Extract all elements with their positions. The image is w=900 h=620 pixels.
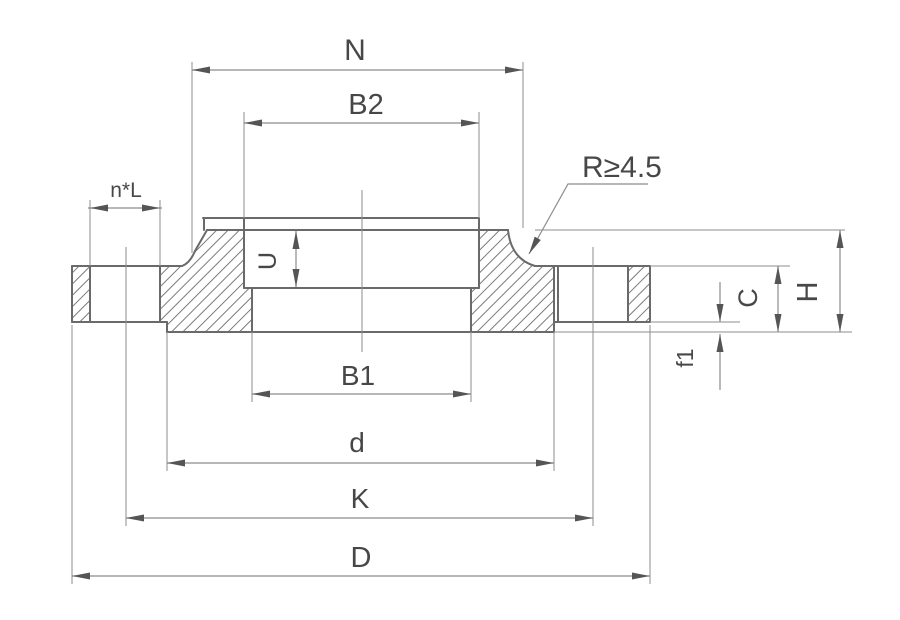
arrow-B2-right [461,119,479,127]
arrow-D-left [72,572,90,580]
dimension-arrowheads [72,66,844,580]
label-C: C [733,288,763,308]
arrow-D-right [632,572,650,580]
arrow-d-left [167,459,185,467]
hatch-right-hub [471,230,554,332]
label-N: N [344,34,366,67]
arrow-f1-upper [716,304,724,322]
arrow-U-top [292,231,300,249]
hatch-left-hub [160,230,252,332]
arrow-U-bottom [292,269,300,287]
hub-left-side [181,229,208,267]
extension-lines [71,62,852,584]
label-K: K [351,483,370,514]
label-nL: n*L [110,179,142,202]
label-B2: B2 [348,89,383,121]
arrow-C-top [774,266,782,284]
arrow-B1-left [252,390,270,398]
label-f1: f1 [672,348,698,367]
arrow-R-leader [529,236,541,254]
arrow-K-right [575,514,593,522]
hub-right-fillet [507,229,536,267]
arrow-B2-left [244,119,262,127]
hatch-left-rim [72,266,90,322]
leader-R-line [528,183,648,255]
section-hatching [72,230,650,332]
label-R: R≥4.5 [582,151,662,184]
arrow-H-bottom [836,314,844,332]
label-d: d [349,427,365,458]
label-H: H [792,282,824,303]
arrow-H-top [836,230,844,248]
arrow-C-bottom [774,314,782,332]
arrow-d-right [536,459,554,467]
dimension-labels: N B2 n*L R≥4.5 U B1 d K D C H f1 [110,34,824,574]
arrow-nL-left [90,204,108,212]
arrow-N-right [505,66,523,74]
hatch-right-rim [628,266,650,322]
arrow-K-left [126,514,144,522]
arrow-nL-right [142,204,160,212]
label-B1: B1 [341,360,375,391]
arrow-f1-lower [716,334,724,352]
arrow-N-left [192,66,210,74]
arrow-B1-right [453,390,471,398]
flange-outline [71,217,651,333]
label-U: U [254,252,282,270]
label-D: D [351,542,372,574]
